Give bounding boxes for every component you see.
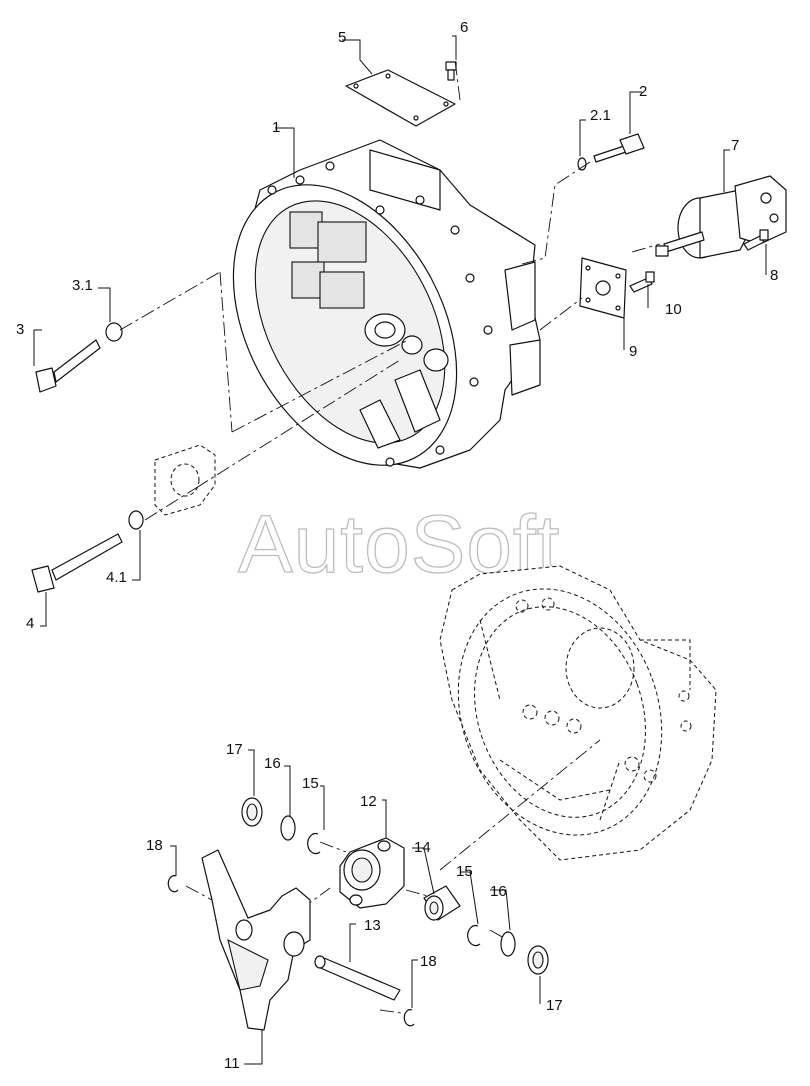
callout-18-right: 18	[420, 953, 437, 970]
callout-16-left: 16	[264, 755, 281, 772]
bearing-housing	[339, 837, 405, 909]
gasket-plate	[579, 257, 627, 319]
callout-4-1: 4.1	[106, 569, 127, 586]
snap-ring-18-right	[403, 1009, 415, 1027]
callout-8: 8	[770, 267, 778, 284]
callout-13: 13	[364, 917, 381, 934]
washer-4-1	[128, 510, 144, 530]
bolt-3	[35, 339, 101, 393]
callout-3: 3	[16, 321, 24, 338]
callout-2: 2	[639, 83, 647, 100]
washer-16-left	[280, 815, 296, 841]
bolt-4	[31, 533, 123, 593]
bolt-2	[593, 133, 645, 163]
bushing	[423, 885, 461, 921]
screw-8	[743, 229, 769, 251]
washer-16-right	[500, 931, 516, 957]
callout-15-right: 15	[456, 863, 473, 880]
cover-plate	[345, 69, 456, 127]
slave-cylinder	[655, 175, 787, 259]
callout-14: 14	[414, 839, 431, 856]
callout-5: 5	[338, 29, 346, 46]
callout-18-left: 18	[146, 837, 163, 854]
snap-ring-15-left	[307, 832, 321, 855]
snap-ring-18-left	[167, 875, 179, 893]
screw-10	[629, 271, 655, 293]
seal-17-right	[527, 945, 549, 975]
phantom-housing	[439, 565, 717, 861]
snap-ring-15-right	[467, 924, 481, 947]
phantom-bearing-support	[154, 444, 216, 516]
callout-7: 7	[731, 137, 739, 154]
clutch-housing	[232, 139, 541, 469]
clutch-fork	[201, 849, 311, 1031]
washer-2-1	[577, 157, 587, 171]
seal-17-left	[241, 797, 263, 827]
callout-1: 1	[272, 119, 280, 136]
callout-11: 11	[224, 1055, 240, 1072]
shaft	[314, 955, 401, 1001]
callout-2-1: 2.1	[590, 107, 611, 124]
callout-17-right: 17	[546, 997, 563, 1014]
callout-4: 4	[26, 615, 34, 632]
callout-16-right: 16	[490, 883, 507, 900]
washer-3-1	[105, 322, 123, 342]
callout-9: 9	[629, 343, 637, 360]
leader-lines	[119, 59, 661, 1015]
callout-12: 12	[360, 793, 377, 810]
callout-15-left: 15	[302, 775, 319, 792]
cover-bolt	[445, 61, 457, 81]
callout-leaders	[33, 35, 767, 1065]
callout-17-left: 17	[226, 741, 243, 758]
callout-3-1: 3.1	[72, 277, 93, 294]
callout-10: 10	[665, 301, 682, 318]
callout-6: 6	[460, 19, 468, 36]
